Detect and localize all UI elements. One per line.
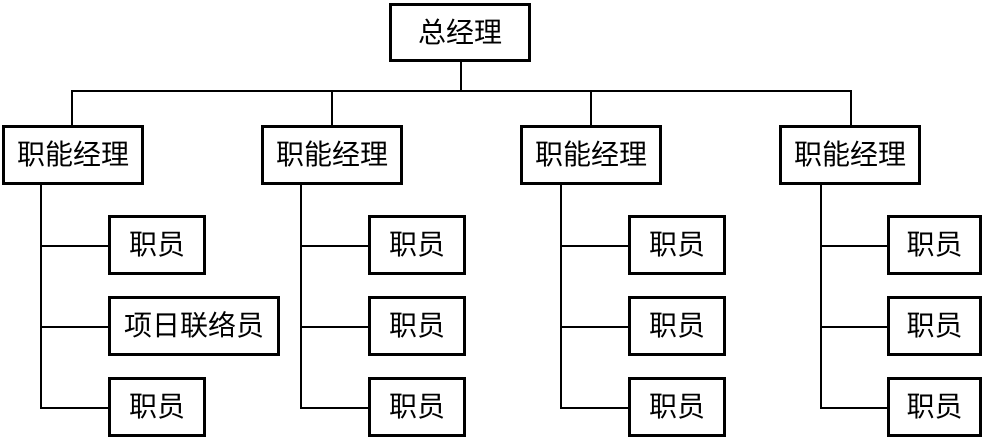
node-dept-2-member-3-label: 职员 — [388, 390, 445, 423]
connector-dept-3-member-2 — [560, 326, 630, 328]
connector-dept-3-trunk — [560, 185, 562, 408]
node-dept-2-label: 职能经理 — [275, 138, 388, 171]
node-dept-1-member-2: 项日联络员 — [108, 296, 280, 356]
connector-dept-1-member-1 — [40, 245, 110, 247]
node-dept-2-member-1: 职员 — [368, 215, 466, 275]
node-root: 总经理 — [389, 3, 531, 62]
node-dept-4-member-2: 职员 — [887, 296, 982, 356]
node-dept-3-member-2-label: 职员 — [648, 309, 705, 342]
connector-dept-1-member-3 — [40, 407, 110, 409]
connector-dept-1-member-2 — [40, 326, 110, 328]
node-dept-3-member-2: 职员 — [628, 296, 726, 356]
connector-dept-2-trunk — [300, 185, 302, 408]
node-dept-2: 职能经理 — [261, 125, 403, 185]
node-dept-1-member-3: 职员 — [108, 377, 206, 437]
node-dept-4-label: 职能经理 — [793, 138, 906, 171]
node-dept-3-member-3: 职员 — [628, 377, 726, 437]
node-dept-4-member-2-label: 职员 — [906, 309, 963, 342]
node-dept-2-member-2: 职员 — [368, 296, 466, 356]
connector-dept-3-member-3 — [560, 407, 630, 409]
connector-dept-4-member-1 — [820, 245, 890, 247]
connector-root-down — [460, 62, 462, 91]
connector-dept-4-up — [850, 90, 852, 125]
node-dept-1: 职能经理 — [2, 125, 144, 185]
connector-dept-4-trunk — [820, 185, 822, 408]
node-dept-4-member-1-label: 职员 — [906, 228, 963, 261]
node-dept-4-member-3: 职员 — [887, 377, 982, 437]
connector-dept-1-trunk — [40, 185, 42, 408]
connector-dept-1-up — [71, 90, 73, 125]
connector-horizontal-bus — [71, 90, 852, 92]
node-dept-2-member-2-label: 职员 — [388, 309, 445, 342]
connector-dept-2-up — [331, 90, 333, 125]
connector-dept-4-member-2 — [820, 326, 890, 328]
node-dept-1-member-1: 职员 — [108, 215, 206, 275]
connector-dept-2-member-3 — [300, 407, 370, 409]
node-dept-1-member-1-label: 职员 — [128, 228, 185, 261]
connector-dept-3-up — [590, 90, 592, 125]
node-dept-1-member-3-label: 职员 — [128, 390, 185, 423]
node-dept-3-member-1-label: 职员 — [648, 228, 705, 261]
node-dept-3-label: 职能经理 — [534, 138, 647, 171]
connector-dept-2-member-1 — [300, 245, 370, 247]
node-dept-1-member-2-label: 项日联络员 — [123, 309, 264, 342]
node-root-label: 总经理 — [417, 15, 502, 49]
connector-dept-4-member-3 — [820, 407, 890, 409]
node-dept-3-member-3-label: 职员 — [648, 390, 705, 423]
node-dept-1-label: 职能经理 — [16, 138, 129, 171]
node-dept-4-member-3-label: 职员 — [906, 390, 963, 423]
node-dept-3-member-1: 职员 — [628, 215, 726, 275]
node-dept-2-member-1-label: 职员 — [388, 228, 445, 261]
connector-dept-2-member-2 — [300, 326, 370, 328]
node-dept-2-member-3: 职员 — [368, 377, 466, 437]
connector-dept-3-member-1 — [560, 245, 630, 247]
node-dept-4: 职能经理 — [779, 125, 921, 185]
node-dept-4-member-1: 职员 — [887, 215, 982, 275]
node-dept-3: 职能经理 — [520, 125, 662, 185]
